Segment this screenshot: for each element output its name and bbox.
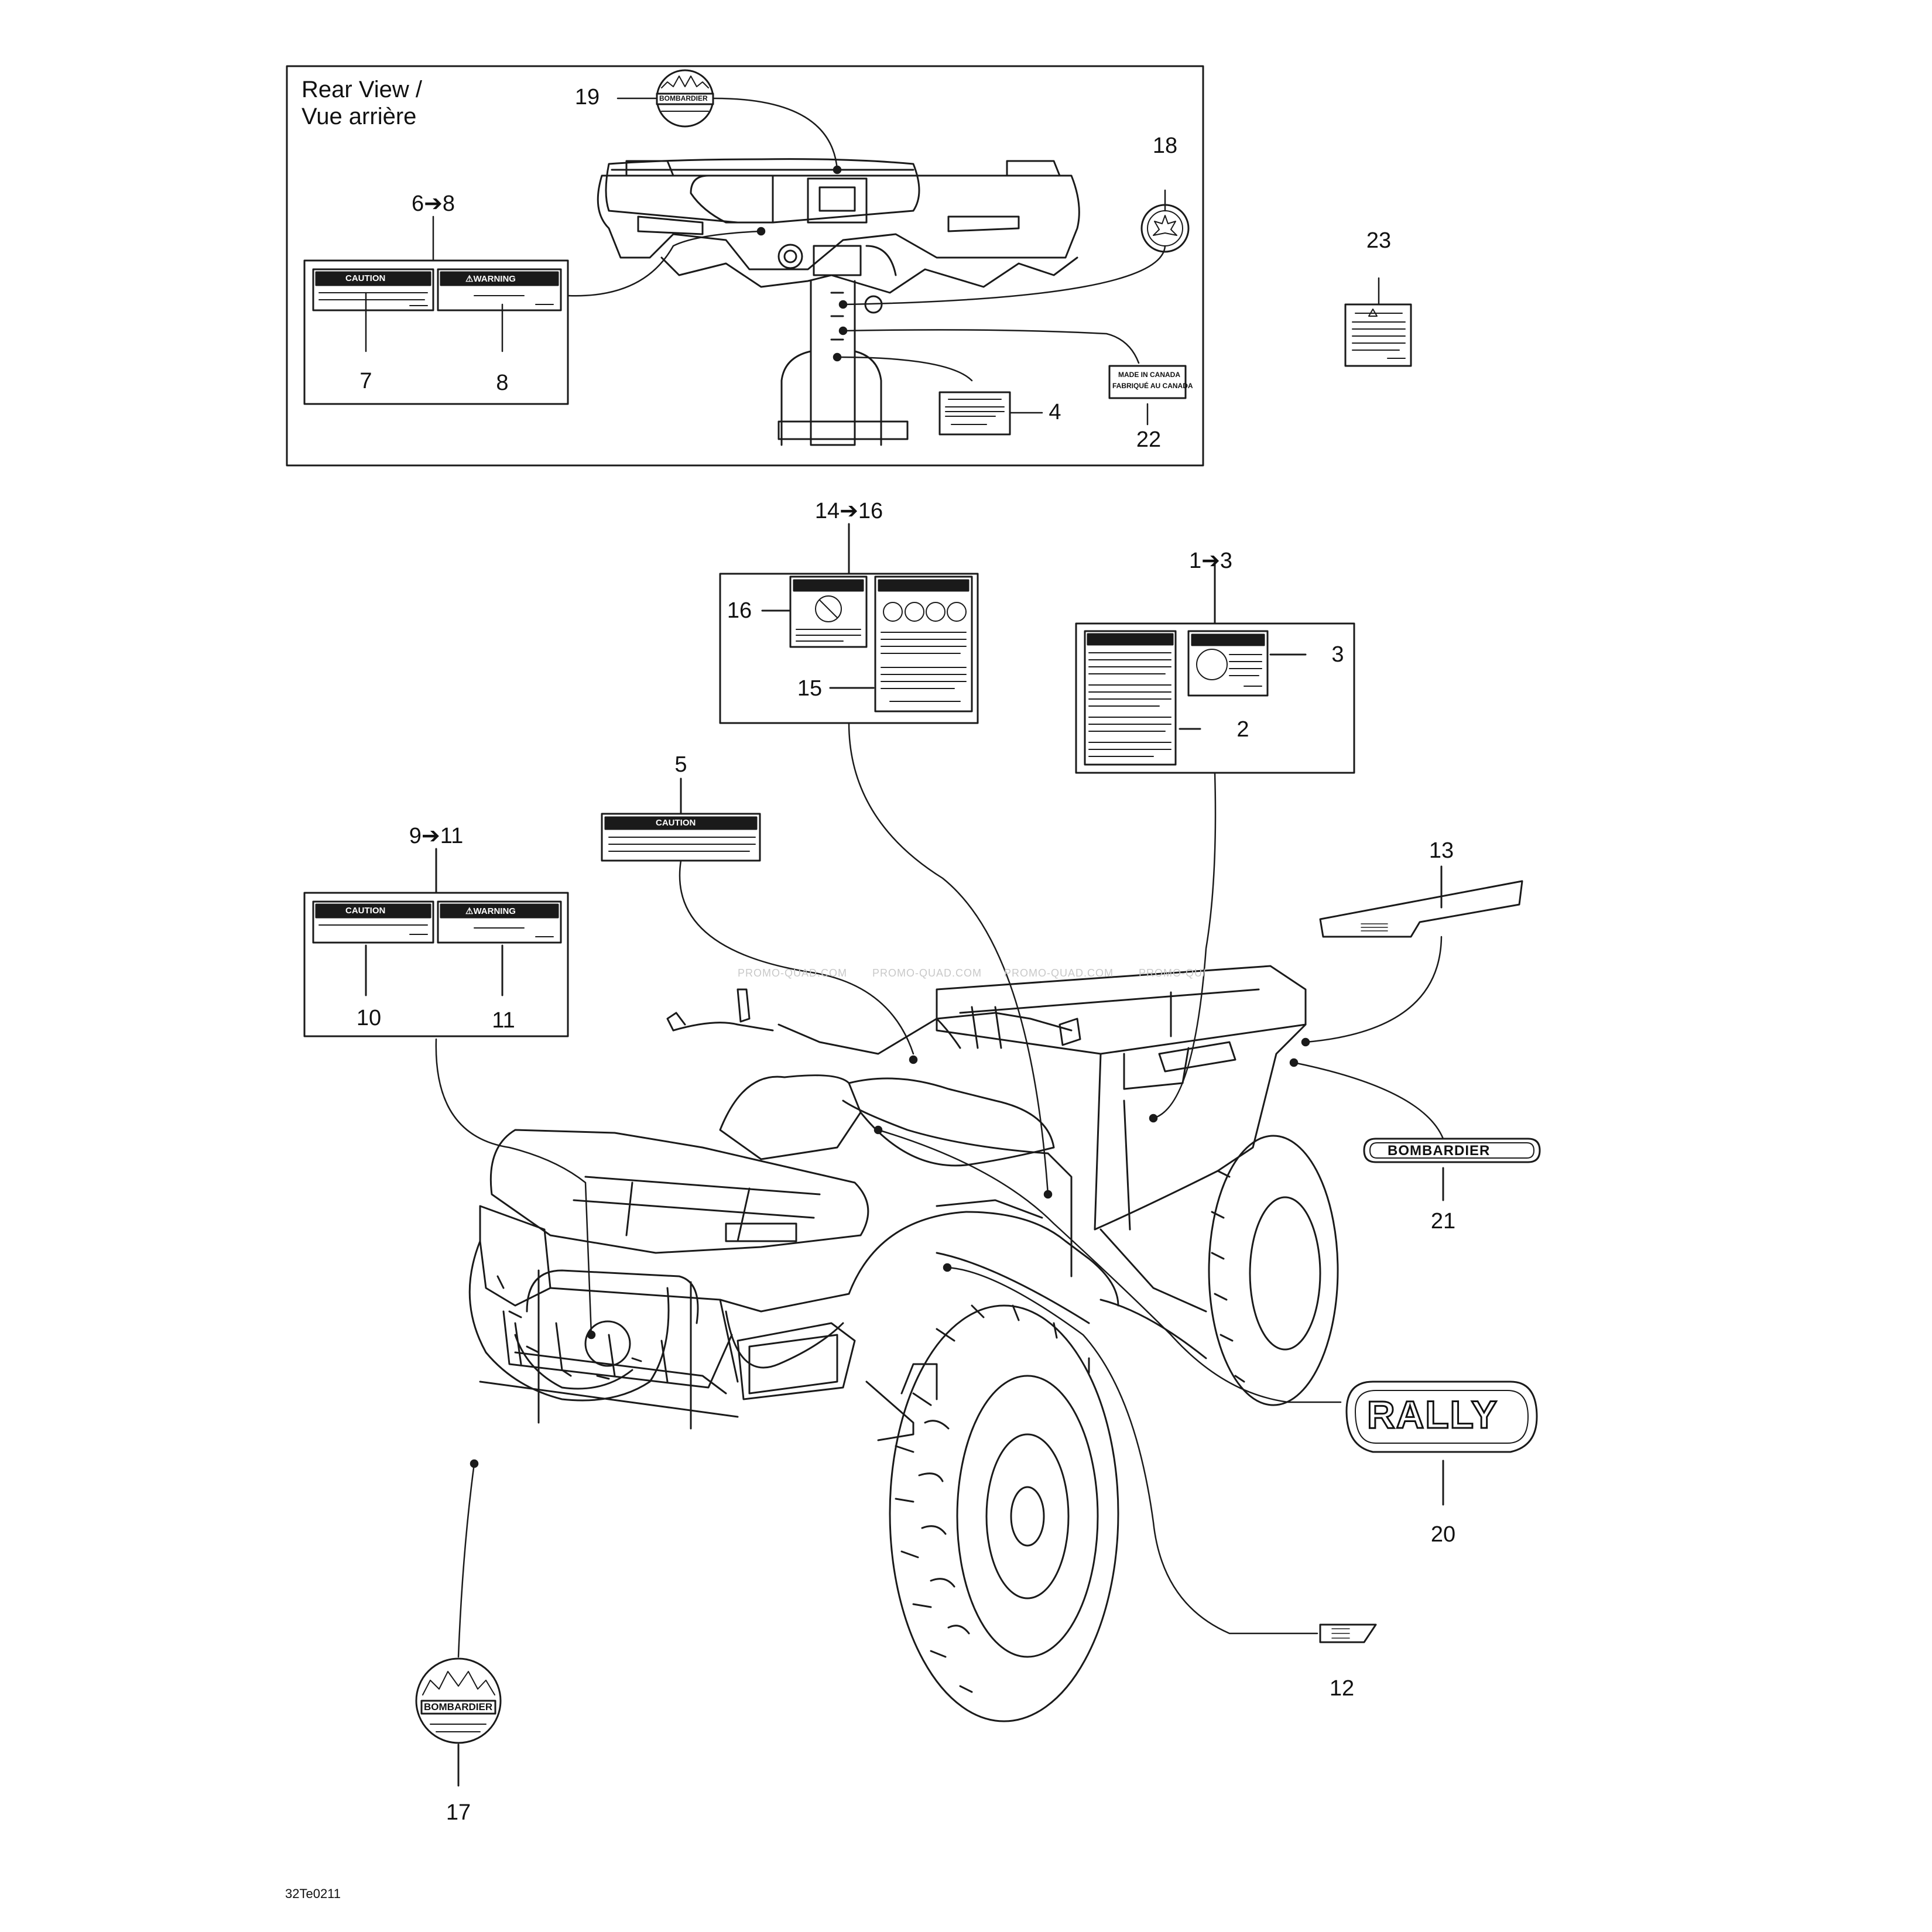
callout-17: 17 bbox=[446, 1800, 471, 1825]
callout-4: 4 bbox=[1049, 400, 1061, 424]
decal-17-text: BOMBARDIER bbox=[424, 1701, 493, 1712]
rear-view-title-line2: Vue arrière bbox=[302, 104, 417, 129]
callout-21: 21 bbox=[1430, 1209, 1456, 1234]
decal-7-caution bbox=[312, 268, 434, 311]
watermark: PROMO-QU/ bbox=[1139, 967, 1206, 979]
decal-23-warning bbox=[1344, 303, 1412, 367]
callout-1-3: 1➔3 bbox=[1188, 549, 1233, 573]
decal-20-rally bbox=[1345, 1381, 1538, 1453]
atv-leaders bbox=[435, 722, 1444, 1658]
decal-11-warning-text: ⚠WARNING bbox=[465, 906, 516, 916]
rear-view-title: Rear View / Vue arrière bbox=[302, 76, 422, 130]
decal-12-stripe bbox=[1319, 1623, 1377, 1643]
callout-9-11: 9➔11 bbox=[409, 824, 464, 848]
callout-11: 11 bbox=[492, 1008, 515, 1033]
decal-22-made-in-canada bbox=[1108, 365, 1187, 399]
callout-23: 23 bbox=[1366, 228, 1392, 253]
callout-22: 22 bbox=[1136, 427, 1162, 452]
decal-4 bbox=[938, 391, 1011, 436]
rear-view-vehicle bbox=[597, 158, 1080, 446]
callout-3: 3 bbox=[1331, 642, 1344, 667]
decal-11-warning bbox=[437, 900, 562, 944]
callout-15: 15 bbox=[797, 676, 823, 701]
decal-13-mesh bbox=[1361, 923, 1388, 931]
watermark: PROMO-QUAD.COM bbox=[738, 967, 847, 979]
decal-8-warning-text: ⚠WARNING bbox=[465, 274, 516, 284]
decal-5-caution-text: CAUTION bbox=[656, 818, 696, 828]
decal-10-caution-text: CAUTION bbox=[345, 906, 386, 916]
callout-16: 16 bbox=[727, 598, 752, 623]
callout-6-8: 6➔8 bbox=[411, 191, 455, 216]
callout-5: 5 bbox=[674, 752, 687, 777]
callout-8: 8 bbox=[496, 371, 509, 395]
rear-view-title-line1: Rear View / bbox=[302, 77, 423, 102]
atv-illustration bbox=[468, 965, 1339, 1722]
rear-view-frame bbox=[286, 65, 1204, 467]
callout-13: 13 bbox=[1429, 838, 1454, 863]
callout-2: 2 bbox=[1236, 717, 1249, 742]
decal-16-warning bbox=[789, 576, 868, 648]
decal-17-bombardier-badge bbox=[415, 1657, 502, 1744]
decal-13-stripe bbox=[1319, 880, 1523, 938]
decal-7-caution-text: CAUTION bbox=[345, 273, 386, 283]
decal-group-6-8-box bbox=[303, 259, 569, 405]
decal-8-warning bbox=[437, 268, 562, 311]
callout-19: 19 bbox=[574, 85, 600, 109]
decal-21-text: BOMBARDIER bbox=[1388, 1143, 1491, 1159]
callout-18: 18 bbox=[1152, 133, 1178, 158]
decal-15-warning bbox=[874, 576, 973, 712]
callout-10: 10 bbox=[356, 1006, 382, 1030]
decal-19-text: BOMBARDIER bbox=[659, 94, 708, 102]
decal-22-text-line1: MADE IN CANADA bbox=[1118, 371, 1180, 379]
decal-22-text-line2: FABRIQUÉ AU CANADA bbox=[1112, 382, 1193, 390]
callout-20: 20 bbox=[1430, 1522, 1456, 1547]
watermark: PROMO-QUAD.COM bbox=[1004, 967, 1114, 979]
callout-14-16: 14➔16 bbox=[814, 499, 883, 523]
callout-12: 12 bbox=[1329, 1676, 1355, 1701]
watermark: PROMO-QUAD.COM bbox=[872, 967, 982, 979]
decal-3-warning bbox=[1187, 630, 1269, 697]
decal-2-warning bbox=[1084, 630, 1177, 766]
rear-view-leaders bbox=[365, 97, 1380, 426]
decal-18-maple-badge bbox=[1140, 204, 1190, 253]
decal-20-text: RALLY bbox=[1366, 1392, 1498, 1437]
decal-group-14-16-box bbox=[719, 573, 979, 724]
figure-code: 32Te0211 bbox=[285, 1886, 341, 1901]
decal-21-bombardier bbox=[1363, 1138, 1541, 1163]
callout-7: 7 bbox=[359, 369, 372, 393]
decal-10-caution bbox=[312, 900, 434, 944]
